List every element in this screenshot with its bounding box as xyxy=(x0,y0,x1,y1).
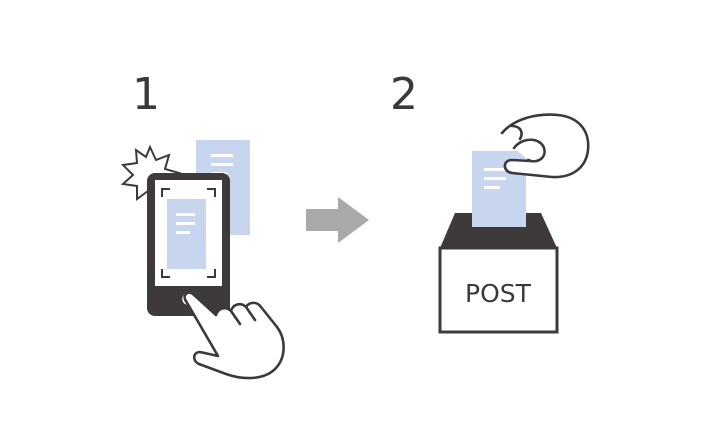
screen-document-icon xyxy=(167,199,206,269)
step-2: 2 POST xyxy=(390,69,590,334)
step-2-number: 2 xyxy=(390,69,418,120)
step-1-number: 1 xyxy=(132,69,160,120)
hand-hold-icon xyxy=(500,113,590,179)
letter-icon xyxy=(472,151,526,227)
camera-frame-icon xyxy=(161,188,216,278)
post-box-label: POST xyxy=(465,279,532,308)
post-box-icon: POST xyxy=(438,213,559,334)
step-1: 1 xyxy=(120,69,285,380)
hand-tap-icon xyxy=(183,291,285,380)
arrow-right-icon xyxy=(306,197,369,243)
